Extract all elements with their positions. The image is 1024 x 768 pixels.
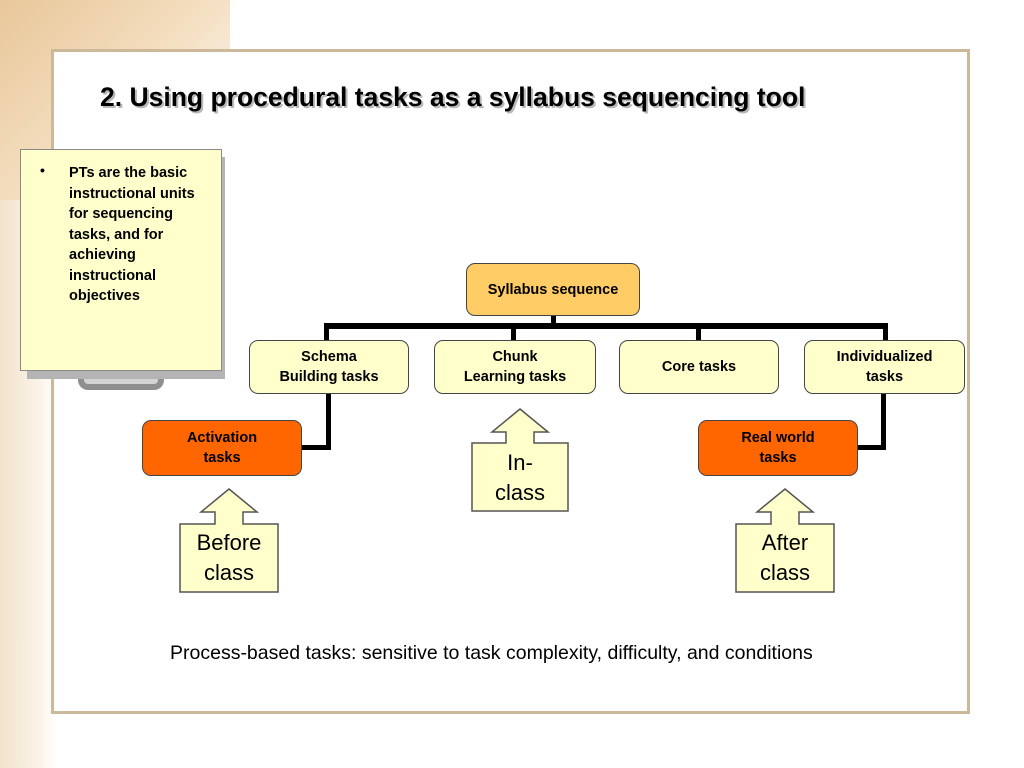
connector-root-down — [551, 316, 556, 328]
footer-caption: Process-based tasks: sensitive to task c… — [170, 642, 813, 664]
after-class-label: After class — [759, 530, 811, 585]
connector-individualized-to-realworld — [857, 445, 886, 450]
connector-schema-to-activation — [300, 445, 331, 450]
syllabus-sequence-box: Syllabus sequence — [466, 263, 640, 316]
real-world-tasks-box: Real world tasks — [698, 420, 858, 476]
individualized-box: Individualized tasks — [804, 340, 965, 394]
chunk-learning-box: Chunk Learning tasks — [434, 340, 596, 394]
in-class-arrow-callout — [471, 408, 569, 512]
note-bullet: • — [40, 162, 45, 178]
before-class-label: Before class — [196, 530, 262, 585]
connector-individualized-down — [881, 393, 886, 450]
note-text: PTs are the basic instructional units fo… — [69, 165, 195, 304]
before-class-arrow-callout — [179, 488, 279, 593]
schema-building-box: Schema Building tasks — [249, 340, 409, 394]
connector-drop-schema — [324, 323, 329, 341]
connector-schema-down — [326, 393, 331, 450]
core-tasks-box: Core tasks — [619, 340, 779, 394]
in-class-label: In- class — [494, 450, 546, 505]
activation-tasks-box: Activation tasks — [142, 420, 302, 476]
connector-drop-individualized — [883, 323, 888, 341]
connector-horizontal-bus — [324, 323, 888, 329]
after-class-arrow-callout — [735, 488, 835, 593]
connector-drop-chunk — [511, 323, 516, 341]
slide-title: 2. Using procedural tasks as a syllabus … — [100, 82, 806, 112]
note-card: • PTs are the basic instructional units … — [20, 149, 222, 371]
connector-drop-core — [696, 323, 701, 341]
